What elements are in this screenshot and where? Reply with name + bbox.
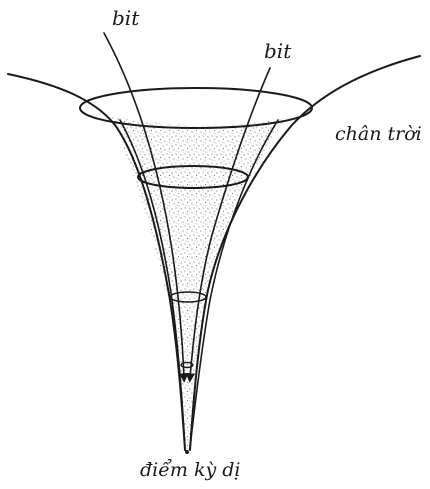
bit-label-right: bit (264, 39, 292, 63)
bit-label-left: bit (112, 6, 140, 30)
horizon-rim (80, 88, 312, 128)
singularity-point (185, 450, 189, 454)
singularity-label: điểm kỳ dị (140, 459, 241, 481)
horizon-label: chân trời (335, 123, 422, 145)
